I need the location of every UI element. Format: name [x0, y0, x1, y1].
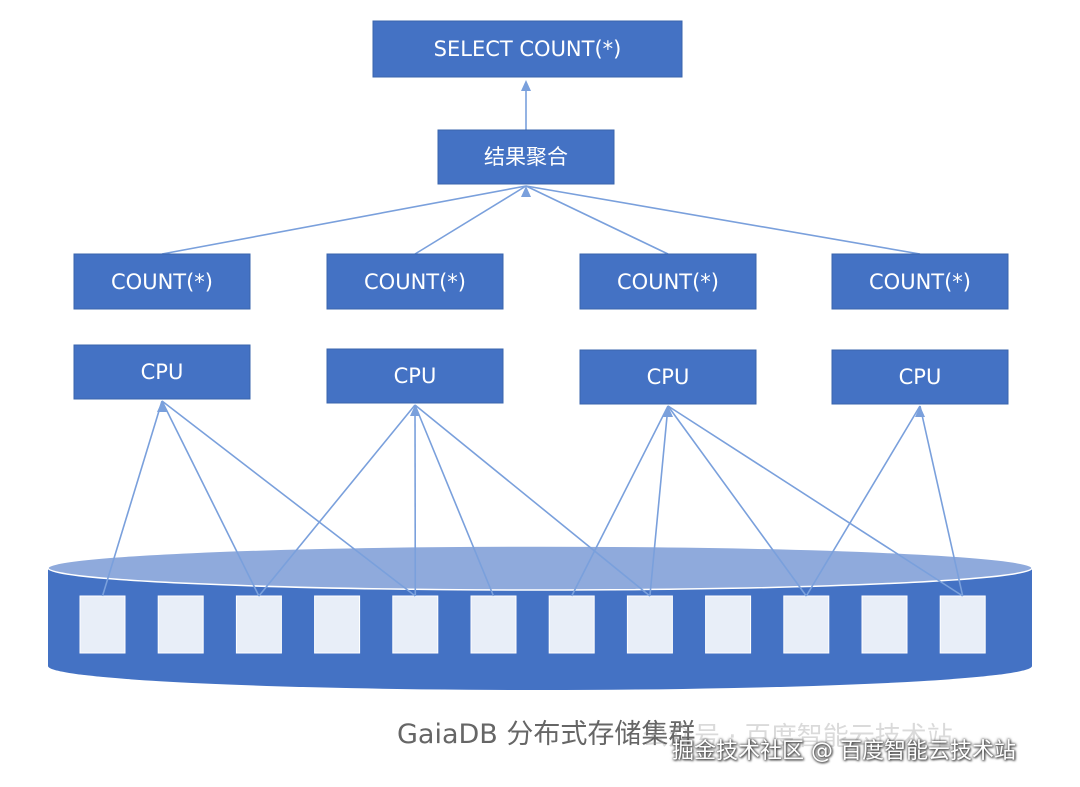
connector-cell-to-cpu [101, 400, 163, 597]
connector-cell-to-cpu [919, 405, 964, 597]
storage-cell [548, 595, 595, 654]
storage-cell [783, 595, 830, 654]
cluster-caption: GaiaDB 分布式存储集群 [397, 719, 696, 750]
arrowhead-aggregate [521, 186, 531, 197]
connector-cell-to-cpu [414, 404, 651, 597]
arrowhead-cpu [157, 401, 167, 412]
count-label-3: COUNT(*) [617, 270, 719, 294]
storage-cell [705, 595, 752, 654]
connector-cell-to-cpu [667, 405, 964, 597]
storage-cell [861, 595, 908, 654]
cpu-label-4: CPU [899, 365, 942, 389]
count-node-2: COUNT(*) [326, 253, 504, 310]
count-node-3: COUNT(*) [579, 253, 757, 310]
connector-cell-to-cpu [805, 405, 921, 597]
connectors [101, 80, 964, 597]
select-count-label: SELECT COUNT(*) [434, 37, 622, 61]
watermark-faded: 公众号 · 百度智能云技术站 [642, 722, 953, 752]
storage-cell [939, 595, 986, 654]
connector-count-to-aggregate [414, 185, 527, 255]
cpu-label-1: CPU [141, 360, 184, 384]
count-label-2: COUNT(*) [364, 270, 466, 294]
cpu-label-3: CPU [647, 365, 690, 389]
storage-cluster [47, 545, 1033, 690]
storage-cell [470, 595, 517, 654]
aggregate-node: 结果聚合 [437, 129, 615, 185]
storage-cell [79, 595, 126, 654]
storage-cell [235, 595, 282, 654]
count-node-1: COUNT(*) [73, 253, 251, 310]
connector-count-to-aggregate [161, 185, 527, 255]
cpu-label-2: CPU [394, 364, 437, 388]
aggregate-label: 结果聚合 [484, 145, 568, 169]
cylinder-top [47, 545, 1033, 591]
storage-cell [314, 595, 361, 654]
connector-cell-to-cpu [414, 404, 495, 597]
arrowhead-cpu [915, 406, 925, 417]
connector-cell-to-cpu [667, 405, 807, 597]
arrowhead-cpu [663, 406, 673, 417]
cpu-node-2: CPU [326, 348, 504, 404]
watermark: 掘金技术社区 @ 百度智能云技术站 [672, 739, 1016, 764]
connector-count-to-aggregate [525, 185, 921, 255]
select-count-node: SELECT COUNT(*) [372, 20, 683, 78]
arrowhead-cpu [410, 405, 420, 416]
connector-cell-to-cpu [161, 400, 416, 597]
connector-cell-to-cpu [570, 405, 669, 597]
connector-cell-to-cpu [649, 405, 669, 597]
connector-count-to-aggregate [525, 185, 669, 255]
cpu-node-3: CPU [579, 349, 757, 405]
arrowhead-select [521, 80, 531, 91]
count-node-4: COUNT(*) [831, 253, 1009, 310]
storage-cell [392, 595, 439, 654]
connector-cell-to-cpu [161, 400, 260, 597]
storage-cell [626, 595, 673, 654]
count-label-4: COUNT(*) [869, 270, 971, 294]
connector-cell-to-cpu [258, 404, 416, 597]
count-label-1: COUNT(*) [111, 270, 213, 294]
cpu-node-4: CPU [831, 349, 1009, 405]
storage-cell [157, 595, 204, 654]
cpu-node-1: CPU [73, 344, 251, 400]
